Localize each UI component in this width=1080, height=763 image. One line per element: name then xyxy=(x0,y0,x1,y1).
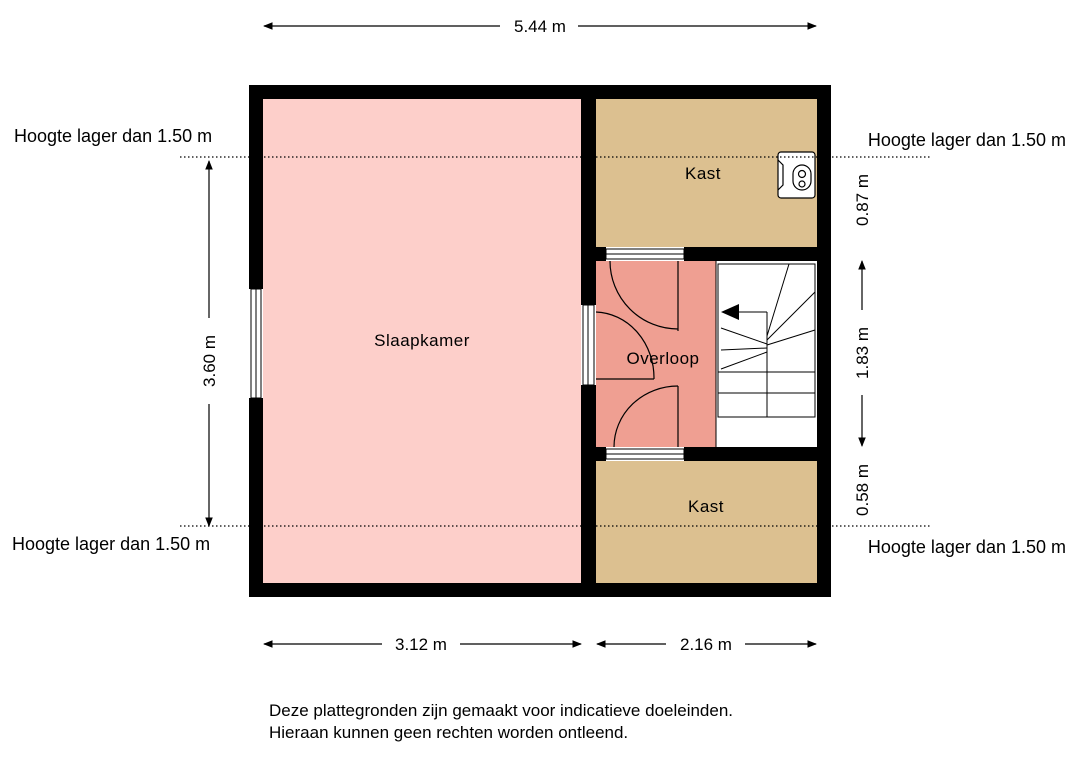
dim-left-width: 3.12 m xyxy=(395,635,447,654)
window-left xyxy=(250,288,262,399)
dimension-lines xyxy=(205,22,866,648)
disclaimer-line-1: Deze plattegronden zijn gemaakt voor ind… xyxy=(269,701,734,720)
room-label-bedroom: Slaapkamer xyxy=(374,331,470,350)
room-label-closet-top: Kast xyxy=(685,164,721,183)
door-swing-left xyxy=(595,311,655,380)
room-label-landing: Overloop xyxy=(627,349,700,368)
bedroom-area xyxy=(263,99,581,583)
door-swing-bottom xyxy=(613,385,679,448)
room-label-closet-bottom: Kast xyxy=(688,497,724,516)
stair-arrow-icon xyxy=(721,304,739,320)
door-frame-bottom xyxy=(605,448,685,460)
dim-right-width: 2.16 m xyxy=(680,635,732,654)
dim-total-width: 5.44 m xyxy=(514,17,566,36)
boiler-icon xyxy=(777,151,816,199)
window-landing xyxy=(582,304,595,386)
staircase xyxy=(715,261,816,447)
dim-right-mid: 1.83 m xyxy=(853,327,872,379)
dim-left-height: 3.60 m xyxy=(200,335,219,387)
disclaimer: Deze plattegronden zijn gemaakt voor ind… xyxy=(269,700,969,744)
height-note-top-left: Hoogte lager dan 1.50 m xyxy=(14,126,212,146)
door-frame-top xyxy=(605,248,685,260)
disclaimer-line-2: Hieraan kunnen geen rechten worden ontle… xyxy=(269,723,629,742)
height-note-top-right: Hoogte lager dan 1.50 m xyxy=(868,130,1066,150)
dim-right-bottom: 0.58 m xyxy=(853,464,872,516)
door-swing-top xyxy=(609,260,679,331)
height-note-bottom-left: Hoogte lager dan 1.50 m xyxy=(12,534,210,554)
low-height-lines xyxy=(180,156,930,527)
landing-area xyxy=(596,261,716,447)
walls xyxy=(249,85,831,597)
closet-bottom-area xyxy=(596,461,817,583)
dim-right-top: 0.87 m xyxy=(853,174,872,226)
height-note-bottom-right: Hoogte lager dan 1.50 m xyxy=(868,537,1066,557)
